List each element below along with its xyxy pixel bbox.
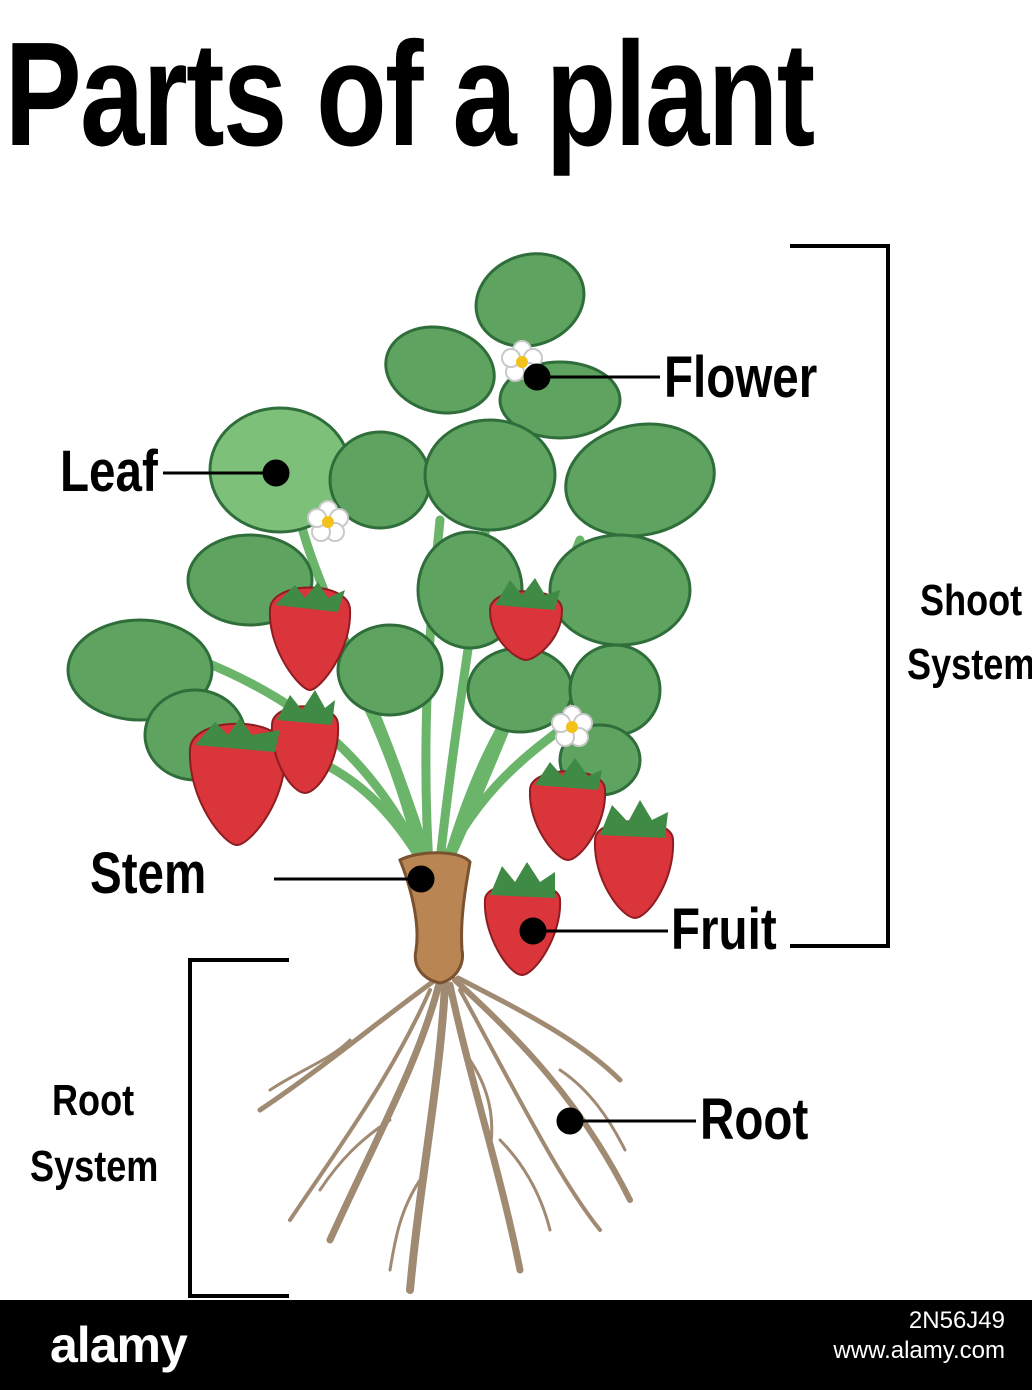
strawberries-drawing [188, 586, 675, 977]
root-label: Root [700, 1087, 809, 1152]
footer-bar [0, 1300, 1032, 1390]
brand-logo: alamy [50, 1317, 188, 1373]
root-system-bracket [188, 958, 289, 1298]
root-system-label-line2: System [30, 1142, 159, 1191]
leaf-pointer [163, 459, 290, 487]
leaf-label: Leaf [60, 439, 158, 504]
shoot-system-label-line2: System [907, 640, 1032, 689]
image-credit: 2N56J49 www.alamy.com [815, 1306, 1005, 1366]
image-id: 2N56J49 [908, 1307, 1005, 1334]
flowers-drawing [307, 340, 593, 747]
shoot-system-label-line1: Shoot [920, 576, 1023, 625]
flower-label: Flower [664, 345, 818, 410]
stem-label: Stem [90, 841, 207, 906]
plant-diagram [66, 244, 890, 1298]
fruit-pointer [519, 917, 668, 945]
page-title: Parts of a plant [4, 12, 816, 177]
shoot-system-bracket [790, 244, 890, 948]
stem-pointer [274, 865, 435, 893]
site-url: www.alamy.com [833, 1337, 1005, 1364]
root-system-drawing [257, 975, 633, 1294]
flower-pointer [523, 363, 660, 391]
leaves-drawing [66, 252, 716, 797]
fruit-label: Fruit [671, 897, 777, 962]
root-system-label-line1: Root [52, 1076, 135, 1125]
root-pointer [556, 1107, 696, 1135]
strawberry-caps-drawing [195, 578, 668, 898]
